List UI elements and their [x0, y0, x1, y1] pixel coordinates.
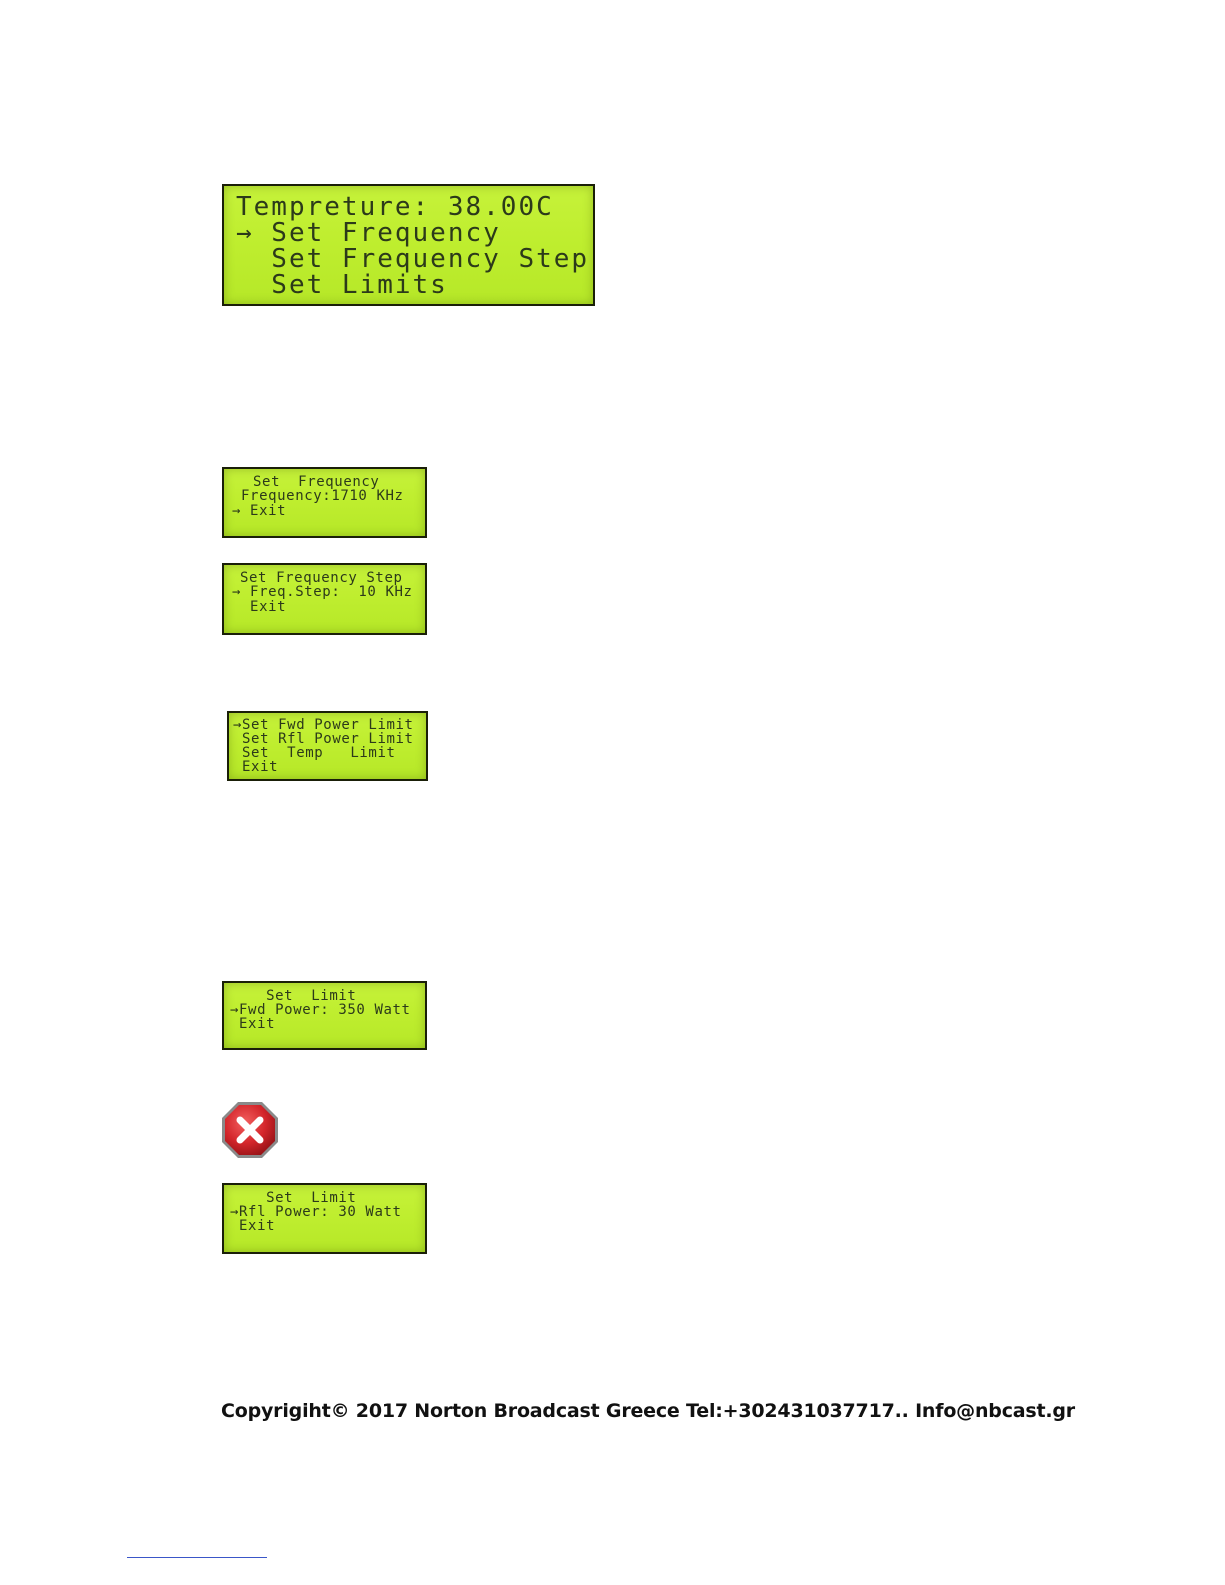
lcd-line-frequency: Frequency:1710 KHz: [232, 488, 404, 504]
lcd-line-rfl-power: →Rfl Power: 30 Watt: [230, 1204, 402, 1220]
lcd-line-set-frequency: → Set Frequency: [236, 218, 501, 248]
lcd-line-exit: → Exit: [232, 503, 287, 519]
lcd-main-menu: Tempreture: 38.00C → Set Frequency Set F…: [222, 184, 595, 306]
footer-copyright: Copyrigiht© 2017 Norton Broadcast Greece…: [221, 1400, 1075, 1422]
lcd-line-exit: Exit: [232, 599, 287, 615]
lcd-set-limits-menu: →Set Fwd Power Limit Set Rfl Power Limit…: [227, 711, 428, 781]
lcd-line-title: Set Limit: [230, 1190, 357, 1206]
lcd-line-title: Set Frequency Step: [240, 570, 403, 586]
close-x-icon: [220, 1100, 280, 1160]
lcd-line-fwd-power-limit: →Set Fwd Power Limit: [233, 717, 414, 733]
lcd-set-limit-rfl: Set Limit →Rfl Power: 30 Watt Exit: [222, 1183, 427, 1254]
lcd-line-title: Set Limit: [230, 988, 357, 1004]
lcd-line-fwd-power: →Fwd Power: 350 Watt: [230, 1002, 411, 1018]
lcd-line-temperature: Tempreture: 38.00C: [236, 192, 554, 222]
lcd-set-limit-fwd: Set Limit →Fwd Power: 350 Watt Exit: [222, 981, 427, 1050]
footnote-divider: [127, 1557, 267, 1558]
lcd-set-frequency: Set Frequency Frequency:1710 KHz → Exit: [222, 467, 427, 538]
lcd-line-exit: Exit: [230, 1016, 276, 1032]
lcd-line-rfl-power-limit: Set Rfl Power Limit: [233, 731, 414, 747]
lcd-set-frequency-step: Set Frequency Step → Freq.Step: 10 KHz E…: [222, 563, 427, 635]
lcd-line-temp-limit: Set Temp Limit: [233, 745, 396, 761]
lcd-line-title: Set Frequency: [244, 474, 380, 490]
lcd-line-set-limits: Set Limits: [236, 270, 448, 300]
lcd-line-exit: Exit: [230, 1218, 276, 1234]
lcd-line-exit: Exit: [233, 759, 279, 775]
lcd-line-set-frequency-step: Set Frequency Step: [236, 244, 590, 274]
lcd-line-freq-step: → Freq.Step: 10 KHz: [232, 584, 413, 600]
